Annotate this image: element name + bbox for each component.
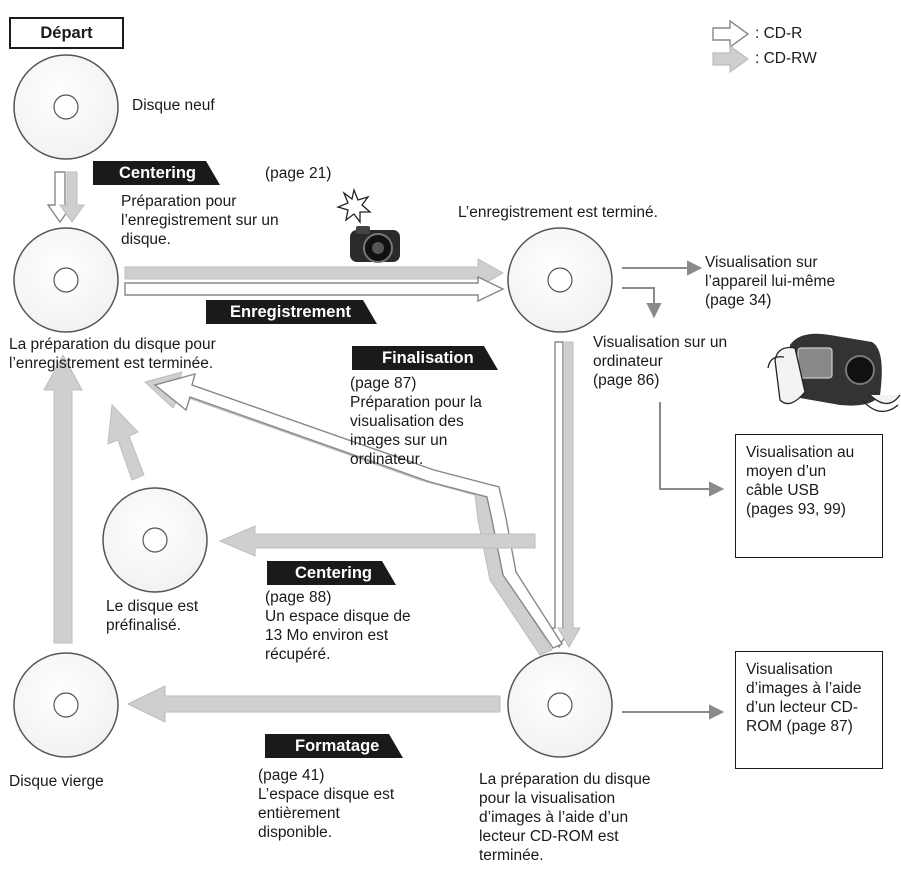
- legend-cdrw-text: : CD-RW: [755, 50, 817, 67]
- view-cdrom-line4: ROM (page 87): [746, 718, 853, 735]
- legend-cdrw-arrow-icon: [712, 44, 750, 74]
- view-cdrom-line3: d’un lecteur CD-: [746, 699, 858, 716]
- view-cdrom-line1: Visualisation: [746, 661, 833, 678]
- arrow-centering2-cdrw: [218, 525, 536, 557]
- arrow-prefinal-up-cdrw: [107, 403, 145, 481]
- view-computer-line1: Visualisation sur un: [593, 334, 728, 351]
- state-cdrom-line4: lecteur CD-ROM est: [479, 828, 619, 845]
- step-centering-2-desc4: récupéré.: [265, 646, 331, 663]
- step-finalisation-desc4: images sur un: [350, 432, 448, 449]
- state-new-disc: Disque neuf: [132, 97, 215, 114]
- step-centering-1-desc3: disque.: [121, 231, 171, 248]
- step-recording-label: Enregistrement: [206, 300, 378, 324]
- state-prepared-line1: La préparation du disque pour: [9, 336, 216, 353]
- step-centering-1-page: (page 21): [265, 165, 332, 182]
- disc-new: [13, 54, 119, 160]
- view-computer-line2: ordinateur: [593, 353, 663, 370]
- disc-blank: [13, 652, 119, 758]
- step-centering-2-desc3: 13 Mo environ est: [265, 627, 389, 644]
- view-cdrom-line2: d’images à l’aide: [746, 680, 862, 697]
- step-finalisation-desc1: (page 87): [350, 375, 417, 392]
- view-camera-line1: Visualisation sur: [705, 254, 818, 271]
- disc-recorded: [507, 227, 613, 333]
- step-finalisation-label: Finalisation: [352, 346, 498, 370]
- disc-prepared: [13, 227, 119, 333]
- view-usb-box: Visualisation au moyen d’un câble USB (p…: [735, 434, 883, 558]
- step-finalisation-desc5: ordinateur.: [350, 451, 424, 468]
- camera-flash-icon: [336, 187, 400, 263]
- view-usb-line1: Visualisation au: [746, 444, 855, 461]
- state-prefinalized-line2: préfinalisé.: [106, 617, 181, 634]
- view-usb-line3: câble USB: [746, 482, 820, 499]
- step-centering-1-desc1: Préparation pour: [121, 193, 237, 210]
- start-box: Départ: [9, 17, 124, 49]
- arrow-blank-up-cdrw: [43, 353, 83, 644]
- step-formatage-desc4: disponible.: [258, 824, 333, 841]
- step-formatage-desc3: entièrement: [258, 805, 340, 822]
- view-usb-line2: moyen d’un: [746, 463, 827, 480]
- arrow-to-cdrom-view: [622, 704, 725, 720]
- arrow-down-cdrw: [59, 171, 85, 223]
- step-finalisation-desc2: Préparation pour la: [350, 394, 482, 411]
- arrow-to-computer-view: [622, 287, 662, 319]
- state-prefinalized-line1: Le disque est: [106, 598, 199, 615]
- state-recorded: L’enregistrement est terminé.: [458, 204, 658, 221]
- step-centering-2-desc2: Un espace disque de: [265, 608, 411, 625]
- disc-cdrom-ready: [507, 652, 613, 758]
- arrow-record-cdr: [124, 275, 505, 303]
- arrow-format-cdrw: [126, 685, 501, 723]
- arrow-to-usb-view: [659, 402, 725, 497]
- view-camera-line3: (page 34): [705, 292, 772, 309]
- step-formatage-desc2: L’espace disque est: [258, 786, 395, 803]
- legend-cdr-arrow-icon: [712, 19, 750, 49]
- state-cdrom-line3: d’images à l’aide d’un: [479, 809, 629, 826]
- step-centering-1-label: Centering: [93, 161, 221, 185]
- arrow-to-camera-view: [622, 260, 703, 276]
- state-cdrom-line2: pour la visualisation: [479, 790, 616, 807]
- arrow-record-cdrw: [124, 258, 505, 288]
- view-usb-line4: (pages 93, 99): [746, 501, 846, 518]
- state-cdrom-line5: terminée.: [479, 847, 544, 864]
- state-blank: Disque vierge: [9, 773, 104, 790]
- step-centering-2-label: Centering: [267, 561, 397, 585]
- step-formatage-desc1: (page 41): [258, 767, 325, 784]
- disc-prefinalized: [102, 487, 208, 593]
- arrow-finalise-cdrw: [557, 341, 581, 648]
- camera-in-hands-icon: [767, 333, 901, 412]
- legend-cdr-text: : CD-R: [755, 25, 803, 42]
- step-finalisation-desc3: visualisation des: [350, 413, 464, 430]
- step-formatage-label: Formatage: [265, 734, 404, 758]
- step-centering-2-desc1: (page 88): [265, 589, 332, 606]
- state-cdrom-line1: La préparation du disque: [479, 771, 651, 788]
- view-camera-line2: l’appareil lui-même: [705, 273, 836, 290]
- view-cdrom-box: Visualisation d’images à l’aide d’un lec…: [735, 651, 883, 769]
- view-computer-line3: (page 86): [593, 372, 660, 389]
- step-centering-1-desc2: l’enregistrement sur un: [121, 212, 279, 229]
- state-prepared-line2: l’enregistrement est terminée.: [9, 355, 214, 372]
